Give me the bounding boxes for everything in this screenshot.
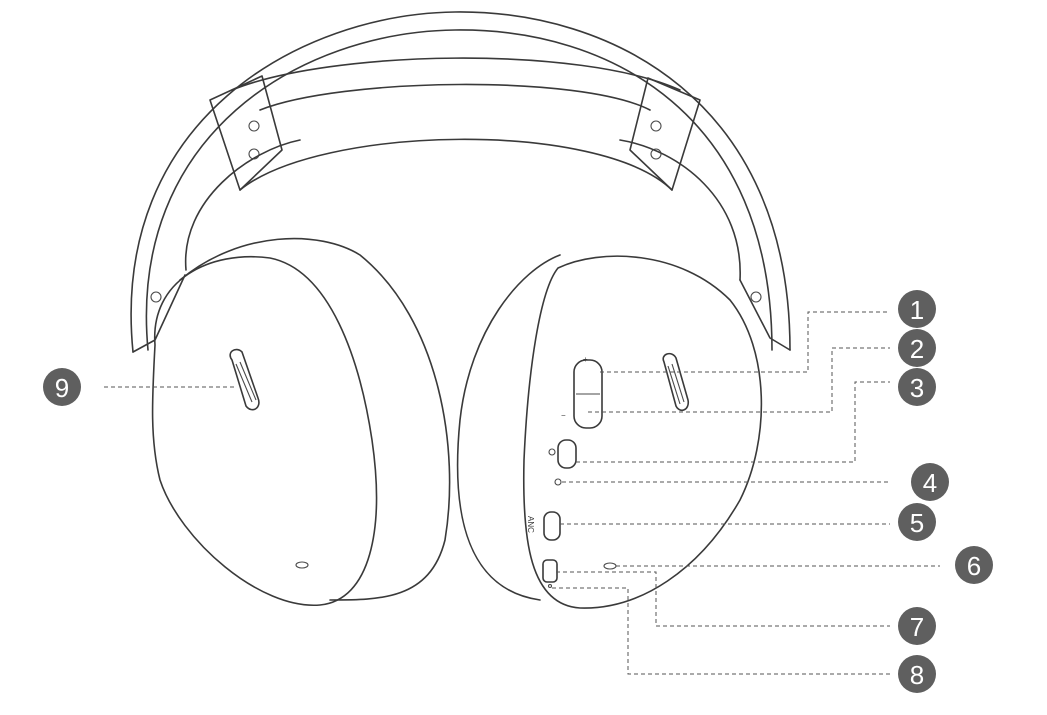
power-icon bbox=[548, 448, 556, 456]
plus-mark: + bbox=[583, 355, 588, 364]
callout-7: 7 bbox=[898, 607, 936, 645]
right-pivot-screw bbox=[750, 291, 762, 303]
callout-7-label: 7 bbox=[910, 612, 924, 642]
left-mic-hole bbox=[295, 561, 309, 569]
callout-3-label: 3 bbox=[910, 373, 924, 403]
anc-mark: ANC bbox=[526, 516, 535, 533]
callout-9: 9 bbox=[43, 368, 81, 406]
left-earcup bbox=[151, 237, 451, 606]
left-slider bbox=[229, 348, 260, 411]
callout-9-label: 9 bbox=[55, 373, 69, 403]
usb-c-port bbox=[542, 559, 558, 583]
leader-1 bbox=[600, 311, 890, 373]
callout-1: 1 bbox=[898, 290, 936, 328]
right-earcup: + − ANC bbox=[456, 254, 763, 609]
leader-3 bbox=[576, 381, 890, 463]
callout-2: 2 bbox=[898, 329, 936, 367]
leader-lines bbox=[104, 311, 940, 675]
leader-2 bbox=[588, 347, 890, 413]
left-hinge-screw bbox=[248, 120, 260, 132]
callout-5-label: 5 bbox=[910, 508, 924, 538]
callout-1-label: 1 bbox=[910, 295, 924, 325]
callout-4-label: 4 bbox=[923, 468, 937, 498]
callout-6: 6 bbox=[955, 546, 993, 584]
left-pivot-screw bbox=[150, 291, 162, 303]
headband bbox=[130, 11, 791, 353]
aux-hole bbox=[547, 583, 553, 589]
callout-2-label: 2 bbox=[910, 334, 924, 364]
callout-8: 8 bbox=[898, 655, 936, 693]
callout-8-label: 8 bbox=[910, 660, 924, 690]
right-mic-hole bbox=[603, 562, 617, 570]
leader-8 bbox=[552, 587, 890, 675]
callout-4: 4 bbox=[911, 463, 949, 501]
left-hinge bbox=[209, 75, 283, 191]
minus-mark: − bbox=[561, 411, 566, 420]
anc-button bbox=[543, 511, 561, 541]
power-button bbox=[557, 439, 577, 469]
callout-6-label: 6 bbox=[967, 551, 981, 581]
volume-rocker bbox=[573, 359, 603, 429]
leader-7 bbox=[556, 571, 890, 627]
callout-3: 3 bbox=[898, 368, 936, 406]
right-slider bbox=[662, 352, 690, 412]
callout-5: 5 bbox=[898, 503, 936, 541]
right-hinge-screw bbox=[650, 120, 662, 132]
led-indicator bbox=[554, 478, 562, 486]
